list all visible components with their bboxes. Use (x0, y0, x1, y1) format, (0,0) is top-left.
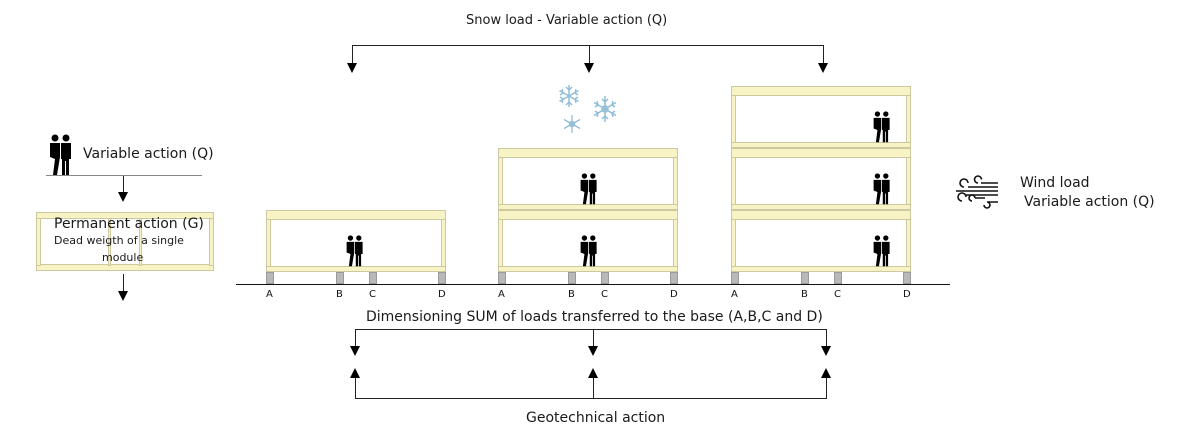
ground-line (236, 284, 950, 285)
arrow-up-icon (821, 368, 831, 378)
dead-weight-label-1: Dead weigth of a single (54, 234, 184, 247)
support-label-c: C (369, 289, 376, 300)
foundation-a (731, 272, 739, 284)
geo-rise-1 (355, 378, 356, 398)
snow-drop-2 (589, 45, 590, 63)
column (441, 219, 446, 267)
arrow-down-icon (118, 192, 128, 202)
foundation-d (903, 272, 911, 284)
floor-beam (498, 266, 678, 272)
support-label-d: D (903, 289, 911, 300)
snowflake-icon (559, 85, 579, 107)
variable-action-label: Variable action (Q) (83, 146, 214, 162)
wind-variable-action-label: Variable action (Q) (1024, 194, 1155, 210)
sum-drop-3 (826, 329, 827, 346)
arrow-up-icon (350, 368, 360, 378)
support-label-a: A (266, 289, 273, 300)
column (731, 95, 736, 143)
people-icon (871, 173, 893, 205)
people-icon (344, 235, 366, 267)
single-module (36, 212, 214, 272)
people-icon (578, 235, 600, 267)
column (731, 219, 736, 267)
column (673, 219, 678, 267)
arrow-down-icon (588, 346, 598, 356)
geotech-bracket-line (355, 398, 827, 399)
roof-beam (731, 148, 911, 158)
column (906, 157, 911, 205)
floor-beam (731, 204, 911, 210)
arrow-down-icon (584, 63, 594, 73)
snowflake-icon (593, 96, 617, 122)
column (673, 157, 678, 205)
wind-load-label: Wind load (1020, 175, 1090, 191)
column (906, 95, 911, 143)
roof-beam (731, 210, 911, 220)
sum-loads-label: Dimensioning SUM of loads transferred to… (366, 309, 823, 325)
arrow-down-icon (350, 346, 360, 356)
support-label-a: A (731, 289, 738, 300)
snow-load-label: Snow load - Variable action (Q) (466, 13, 668, 28)
roof-beam (498, 210, 678, 220)
floor-beam (731, 142, 911, 148)
support-label-c: C (601, 289, 608, 300)
wind-icon (956, 175, 998, 209)
geo-rise-2 (593, 378, 594, 398)
column (906, 219, 911, 267)
foundation-c (834, 272, 842, 284)
geo-rise-3 (826, 378, 827, 398)
snowflake-icon (563, 115, 581, 133)
foundation-b (801, 272, 809, 284)
roof-beam (731, 86, 911, 96)
support-label-b: B (568, 289, 575, 300)
column (498, 157, 503, 205)
support-label-d: D (438, 289, 446, 300)
sum-drop-2 (593, 329, 594, 346)
people-icon (871, 111, 893, 143)
foundation-d (670, 272, 678, 284)
foundation-c (369, 272, 377, 284)
geotechnical-action-label: Geotechnical action (526, 410, 666, 426)
support-label-a: A (498, 289, 505, 300)
people-icon (50, 134, 71, 175)
arrow-down-icon (347, 63, 357, 73)
foundation-d (438, 272, 446, 284)
floor-beam (498, 204, 678, 210)
sum-drop-1 (355, 329, 356, 346)
foundation-c (601, 272, 609, 284)
roof-beam (266, 210, 446, 220)
legend-arrow-stem (123, 176, 124, 193)
foundation-b (336, 272, 344, 284)
support-label-b: B (801, 289, 808, 300)
support-label-c: C (834, 289, 841, 300)
support-label-d: D (670, 289, 678, 300)
snow-bracket-line (352, 45, 824, 46)
column (498, 219, 503, 267)
column (266, 219, 271, 267)
support-label-b: B (336, 289, 343, 300)
permanent-action-label: Permanent action (G) (54, 216, 204, 232)
module-arrow-stem (123, 274, 124, 292)
people-icon (871, 235, 893, 267)
sum-bracket-line (355, 329, 827, 330)
foundation-b (568, 272, 576, 284)
dead-weight-label-2: module (102, 251, 144, 264)
foundation-a (266, 272, 274, 284)
snow-drop-3 (823, 45, 824, 63)
snow-drop-1 (352, 45, 353, 63)
legend-baseline (46, 175, 202, 176)
floor-beam (731, 266, 911, 272)
floor-beam (266, 266, 446, 272)
roof-beam (498, 148, 678, 158)
arrow-down-icon (821, 346, 831, 356)
arrow-up-icon (588, 368, 598, 378)
arrow-down-icon (118, 291, 128, 301)
arrow-down-icon (818, 63, 828, 73)
foundation-a (498, 272, 506, 284)
people-icon (578, 173, 600, 205)
column (731, 157, 736, 205)
